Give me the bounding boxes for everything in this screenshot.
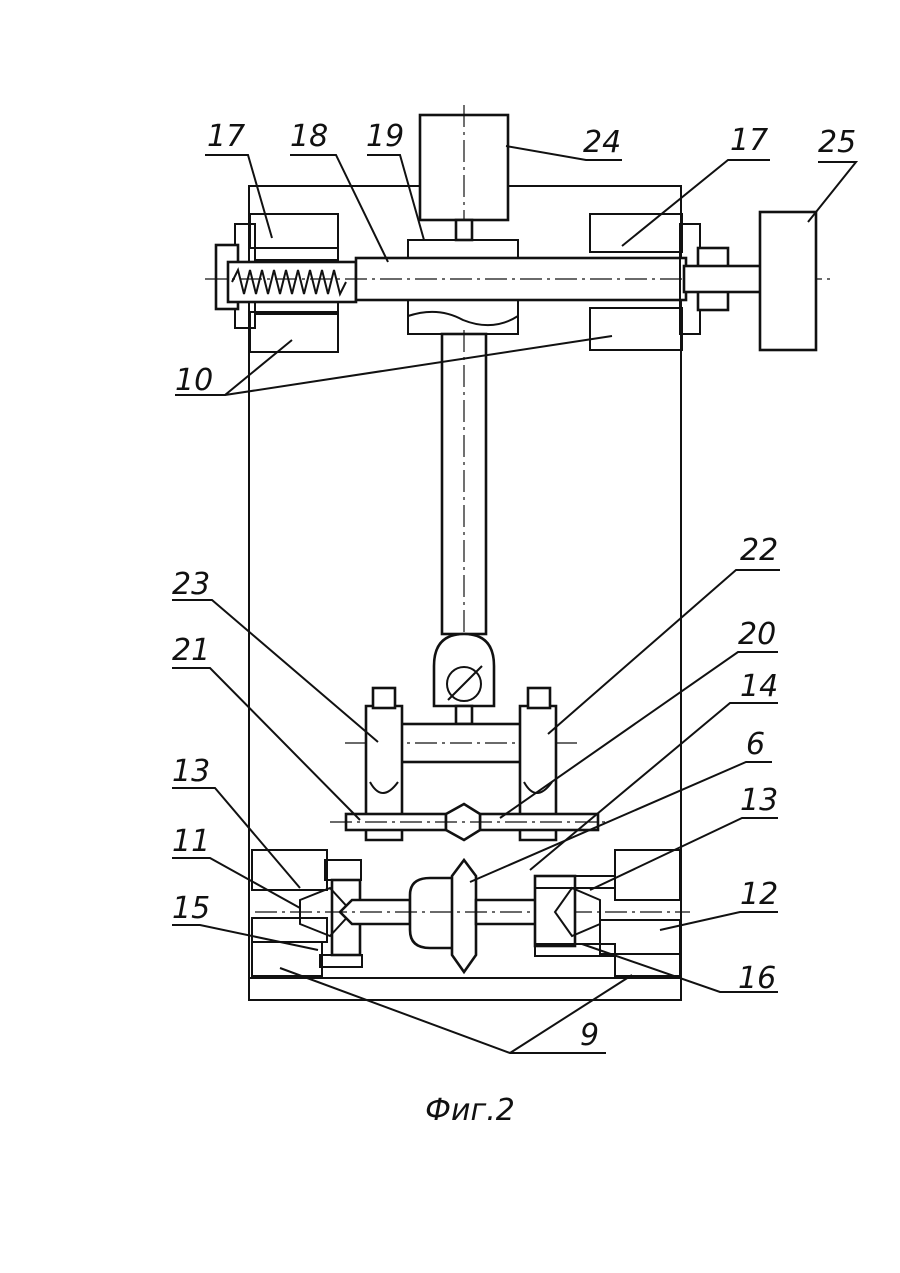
- label-10: 10: [175, 363, 213, 398]
- label-13-right: 13: [740, 783, 778, 818]
- label-25: 25: [818, 125, 856, 160]
- label-24: 24: [583, 125, 621, 160]
- bottom-centering-assembly: [252, 850, 690, 976]
- label-21: 21: [172, 633, 210, 668]
- label-15: 15: [172, 891, 210, 926]
- label-17-left: 17: [207, 119, 245, 154]
- label-18: 18: [290, 119, 328, 154]
- label-11: 11: [172, 824, 210, 859]
- top-shaft-assembly: [205, 212, 830, 352]
- figure-caption: Фиг.2: [425, 1093, 515, 1128]
- label-13-left: 13: [172, 754, 210, 789]
- label-23: 23: [172, 567, 210, 602]
- label-17-right: 17: [730, 123, 768, 158]
- label-22: 22: [740, 533, 778, 568]
- vertical-rod: [434, 330, 494, 740]
- label-16: 16: [738, 961, 776, 996]
- motor-24: [420, 105, 508, 240]
- label-12: 12: [740, 877, 778, 912]
- label-20: 20: [738, 617, 776, 652]
- label-19: 19: [366, 119, 404, 154]
- label-14: 14: [740, 669, 778, 704]
- label-9: 9: [580, 1018, 599, 1053]
- label-6: 6: [746, 727, 765, 762]
